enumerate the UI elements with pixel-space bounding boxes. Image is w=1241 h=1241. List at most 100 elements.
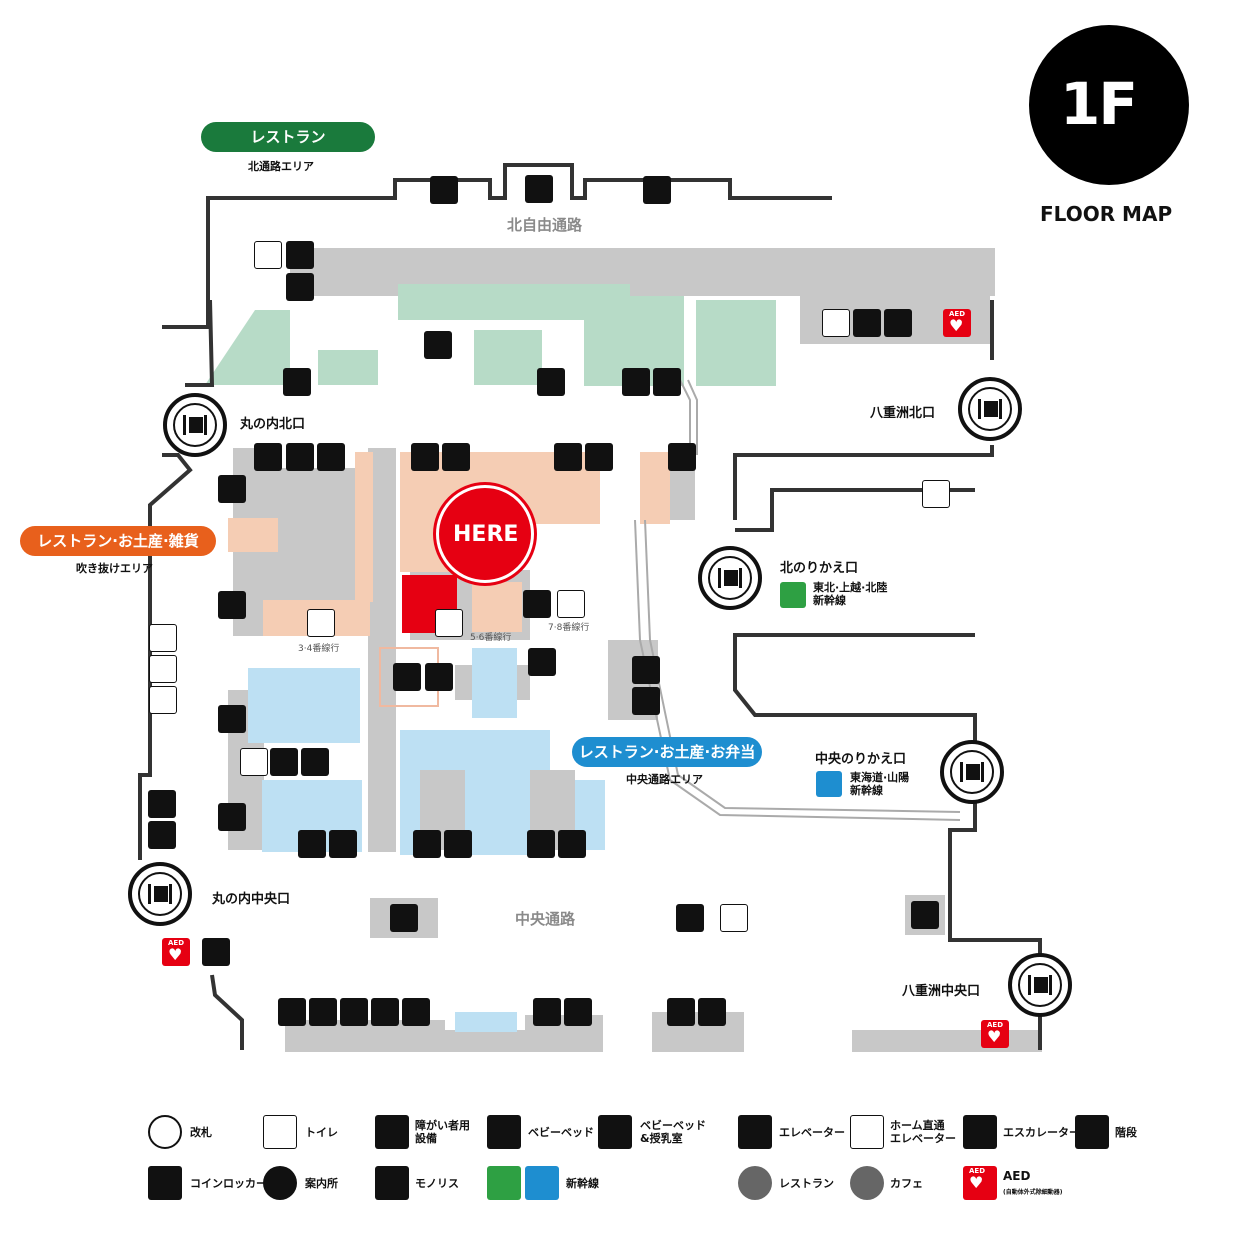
aed-icon[interactable]: [981, 1020, 1009, 1048]
escalator-icon[interactable]: [698, 998, 726, 1026]
escalator-icon[interactable]: [558, 830, 586, 858]
stairs-icon[interactable]: [533, 998, 561, 1026]
west-restaurant-subtitle: 吹き抜けエリア: [76, 562, 153, 575]
toilet-icon[interactable]: [149, 686, 177, 714]
platform-3-4-label: 3·4番線行: [298, 644, 340, 654]
elevator-icon[interactable]: [632, 656, 660, 684]
escalator-icon[interactable]: [218, 803, 246, 831]
stairs-icon[interactable]: [525, 175, 553, 203]
toilet-icon[interactable]: [822, 309, 850, 337]
escalator-icon[interactable]: [317, 443, 345, 471]
stairs-icon[interactable]: [278, 998, 306, 1026]
platform-elevator-icon[interactable]: [557, 590, 585, 618]
corridor-areas: [228, 248, 1042, 1052]
info-icon[interactable]: [202, 938, 230, 966]
legend-aed-note: (自動体外式除細動器): [1003, 1189, 1063, 1196]
escalator-icon[interactable]: [564, 998, 592, 1026]
legend-baby-bed-label: ベビーベッド: [528, 1126, 594, 1139]
gate-central-transfer-label: 中央のりかえ口: [815, 752, 907, 767]
monolith-icon[interactable]: [425, 663, 453, 691]
legend-platform-elevator-icon: [850, 1115, 884, 1149]
legend-escalator-label: エスカレーター: [1003, 1126, 1080, 1139]
escalator-icon[interactable]: [911, 901, 939, 929]
stairs-icon[interactable]: [667, 998, 695, 1026]
stairs-icon[interactable]: [298, 830, 326, 858]
escalator-icon[interactable]: [393, 663, 421, 691]
stairs-icon[interactable]: [286, 443, 314, 471]
north-restaurant-subtitle: 北通路エリア: [248, 160, 314, 173]
escalator-icon[interactable]: [329, 830, 357, 858]
gate-north-transfer[interactable]: [698, 546, 762, 610]
stairs-icon[interactable]: [283, 368, 311, 396]
toilet-icon[interactable]: [922, 480, 950, 508]
coin-locker-icon[interactable]: [430, 176, 458, 204]
station-walls: [138, 163, 1042, 1050]
accessible-icon[interactable]: [853, 309, 881, 337]
accessible-icon[interactable]: [301, 748, 329, 776]
platform-7-8-label: 7·8番線行: [548, 623, 590, 633]
baby-bed-icon[interactable]: [286, 273, 314, 301]
floor-number: 1F: [1060, 70, 1138, 138]
baby-bed-icon[interactable]: [149, 655, 177, 683]
coin-locker-icon[interactable]: [643, 176, 671, 204]
escalator-icon[interactable]: [309, 998, 337, 1026]
gate-marunouchi-north[interactable]: [163, 393, 227, 457]
stairs-icon[interactable]: [527, 830, 555, 858]
escalator-icon[interactable]: [402, 998, 430, 1026]
gate-yaesu-central[interactable]: [1008, 953, 1072, 1017]
shinkansen-green-icon: [780, 582, 806, 608]
escalator-icon[interactable]: [218, 705, 246, 733]
baby-bed-icon[interactable]: [884, 309, 912, 337]
escalator-icon[interactable]: [528, 648, 556, 676]
gate-marunouchi-central[interactable]: [128, 862, 192, 926]
escalator-icon[interactable]: [390, 904, 418, 932]
escalator-icon[interactable]: [218, 475, 246, 503]
escalator-icon[interactable]: [632, 687, 660, 715]
stairs-icon[interactable]: [537, 368, 565, 396]
escalator-icon[interactable]: [148, 790, 176, 818]
west-restaurant-pill[interactable]: レストラン·お土産·雑貨: [20, 526, 216, 556]
central-passage-label: 中央通路: [515, 910, 576, 928]
escalator-icon[interactable]: [424, 331, 452, 359]
stairs-icon[interactable]: [554, 443, 582, 471]
elevator-icon[interactable]: [148, 821, 176, 849]
elevator-icon[interactable]: [720, 904, 748, 932]
stairs-icon[interactable]: [254, 443, 282, 471]
aed-icon[interactable]: [943, 309, 971, 337]
legend-accessible-icon: [375, 1115, 409, 1149]
platform-elevator-icon[interactable]: [435, 609, 463, 637]
baby-bed-icon[interactable]: [270, 748, 298, 776]
toilet-icon[interactable]: [254, 241, 282, 269]
legend-gate-icon: [148, 1115, 182, 1149]
aed-icon[interactable]: [162, 938, 190, 966]
escalator-icon[interactable]: [444, 830, 472, 858]
gate-marunouchi-central-label: 丸の内中央口: [212, 892, 291, 907]
stairs-icon[interactable]: [523, 590, 551, 618]
stairs-icon[interactable]: [413, 830, 441, 858]
info-icon[interactable]: [676, 904, 704, 932]
stairs-icon[interactable]: [622, 368, 650, 396]
escalator-icon[interactable]: [585, 443, 613, 471]
gate-yaesu-north[interactable]: [958, 377, 1022, 441]
escalator-icon[interactable]: [218, 591, 246, 619]
gate-central-transfer[interactable]: [940, 740, 1004, 804]
accessible-icon[interactable]: [149, 624, 177, 652]
stairs-icon[interactable]: [411, 443, 439, 471]
accessible-icon[interactable]: [286, 241, 314, 269]
legend-gate-label: 改札: [190, 1126, 212, 1139]
legend-restaurant-label: レストラン: [779, 1177, 834, 1190]
central-restaurant-pill[interactable]: レストラン·お土産·お弁当: [572, 737, 762, 767]
stairs-icon[interactable]: [340, 998, 368, 1026]
north-restaurant-pill[interactable]: レストラン: [201, 122, 375, 152]
floor-badge: [1029, 25, 1189, 185]
gate-yaesu-north-label: 八重洲北口: [870, 406, 936, 421]
stairs-icon[interactable]: [371, 998, 399, 1026]
escalator-icon[interactable]: [442, 443, 470, 471]
toilet-icon[interactable]: [240, 748, 268, 776]
legend-aed-icon: [963, 1166, 997, 1200]
legend-platform-elevator-label: ホーム直通 エレベーター: [890, 1119, 956, 1145]
escalator-icon[interactable]: [668, 443, 696, 471]
elevator-icon[interactable]: [307, 609, 335, 637]
stairs-icon[interactable]: [653, 368, 681, 396]
